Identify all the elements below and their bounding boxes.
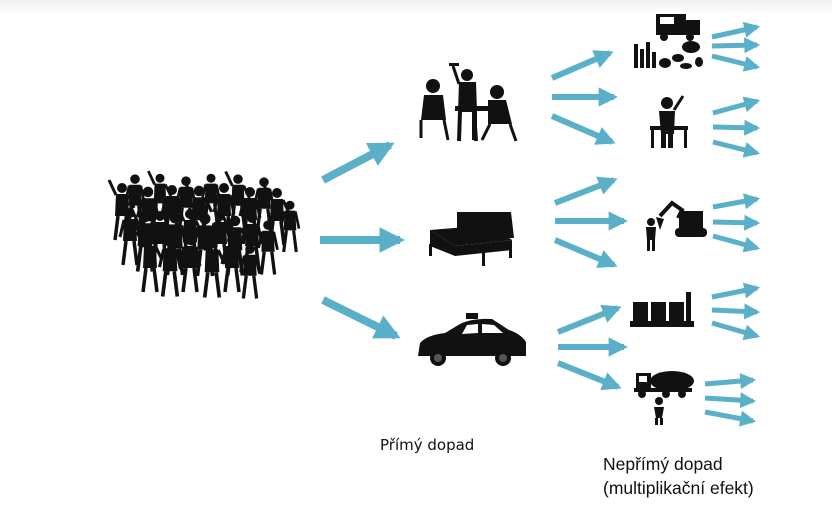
arrow-multiplier (711, 303, 761, 320)
crowd-icon (107, 170, 301, 299)
person-silhouette (178, 235, 202, 293)
arrow-multiplier (712, 214, 761, 231)
arrow-multiplier (711, 282, 761, 300)
person-silhouette (157, 236, 183, 297)
arrow-indirect (553, 176, 618, 206)
arrow-multiplier (704, 392, 757, 409)
arrow-multiplier (712, 119, 761, 136)
industry-icon (630, 292, 694, 327)
restaurant-icon (419, 63, 518, 142)
arrow-multiplier (704, 373, 757, 390)
arrow-multiplier (712, 193, 761, 210)
indirect-impact-subtitle: (multiplikační efekt) (603, 478, 754, 498)
arrow-multiplier (704, 409, 757, 427)
person-silhouette (239, 244, 261, 299)
arrow-indirect (556, 360, 622, 391)
arrow-multiplier (711, 21, 761, 40)
person-silhouette (118, 208, 142, 266)
arrow-indirect (556, 304, 622, 335)
tanker-truck-icon (634, 371, 694, 425)
arrow-indirect (550, 50, 614, 81)
direct-impact-label: Přímý dopad (380, 436, 475, 454)
indirect-impact-title: Nepřímý dopad (603, 454, 723, 474)
arrows (320, 21, 761, 427)
person-silhouette (135, 231, 164, 293)
taxi-icon (418, 313, 526, 366)
person-silhouette (196, 233, 227, 298)
arrow-multiplier (712, 96, 761, 116)
indirect-impact-label: Nepřímý dopad (multiplikační efekt) (603, 452, 754, 500)
arrow-multiplier (712, 139, 761, 158)
arrow-direct (321, 296, 401, 340)
arrow-direct (321, 141, 395, 184)
person-silhouette (220, 235, 244, 293)
food-supply-icon (634, 14, 703, 69)
arrow-multiplier (712, 233, 761, 253)
person-silhouette (257, 220, 279, 275)
arrow-indirect (550, 113, 616, 145)
arrow-indirect (553, 237, 618, 268)
arrow-multiplier (711, 53, 761, 72)
arrow-multiplier (711, 320, 761, 341)
construction-icon (646, 200, 707, 251)
arrow-multiplier (711, 37, 761, 54)
bed-icon (429, 212, 514, 266)
person-silhouette (279, 200, 301, 253)
cook-icon (650, 95, 688, 148)
